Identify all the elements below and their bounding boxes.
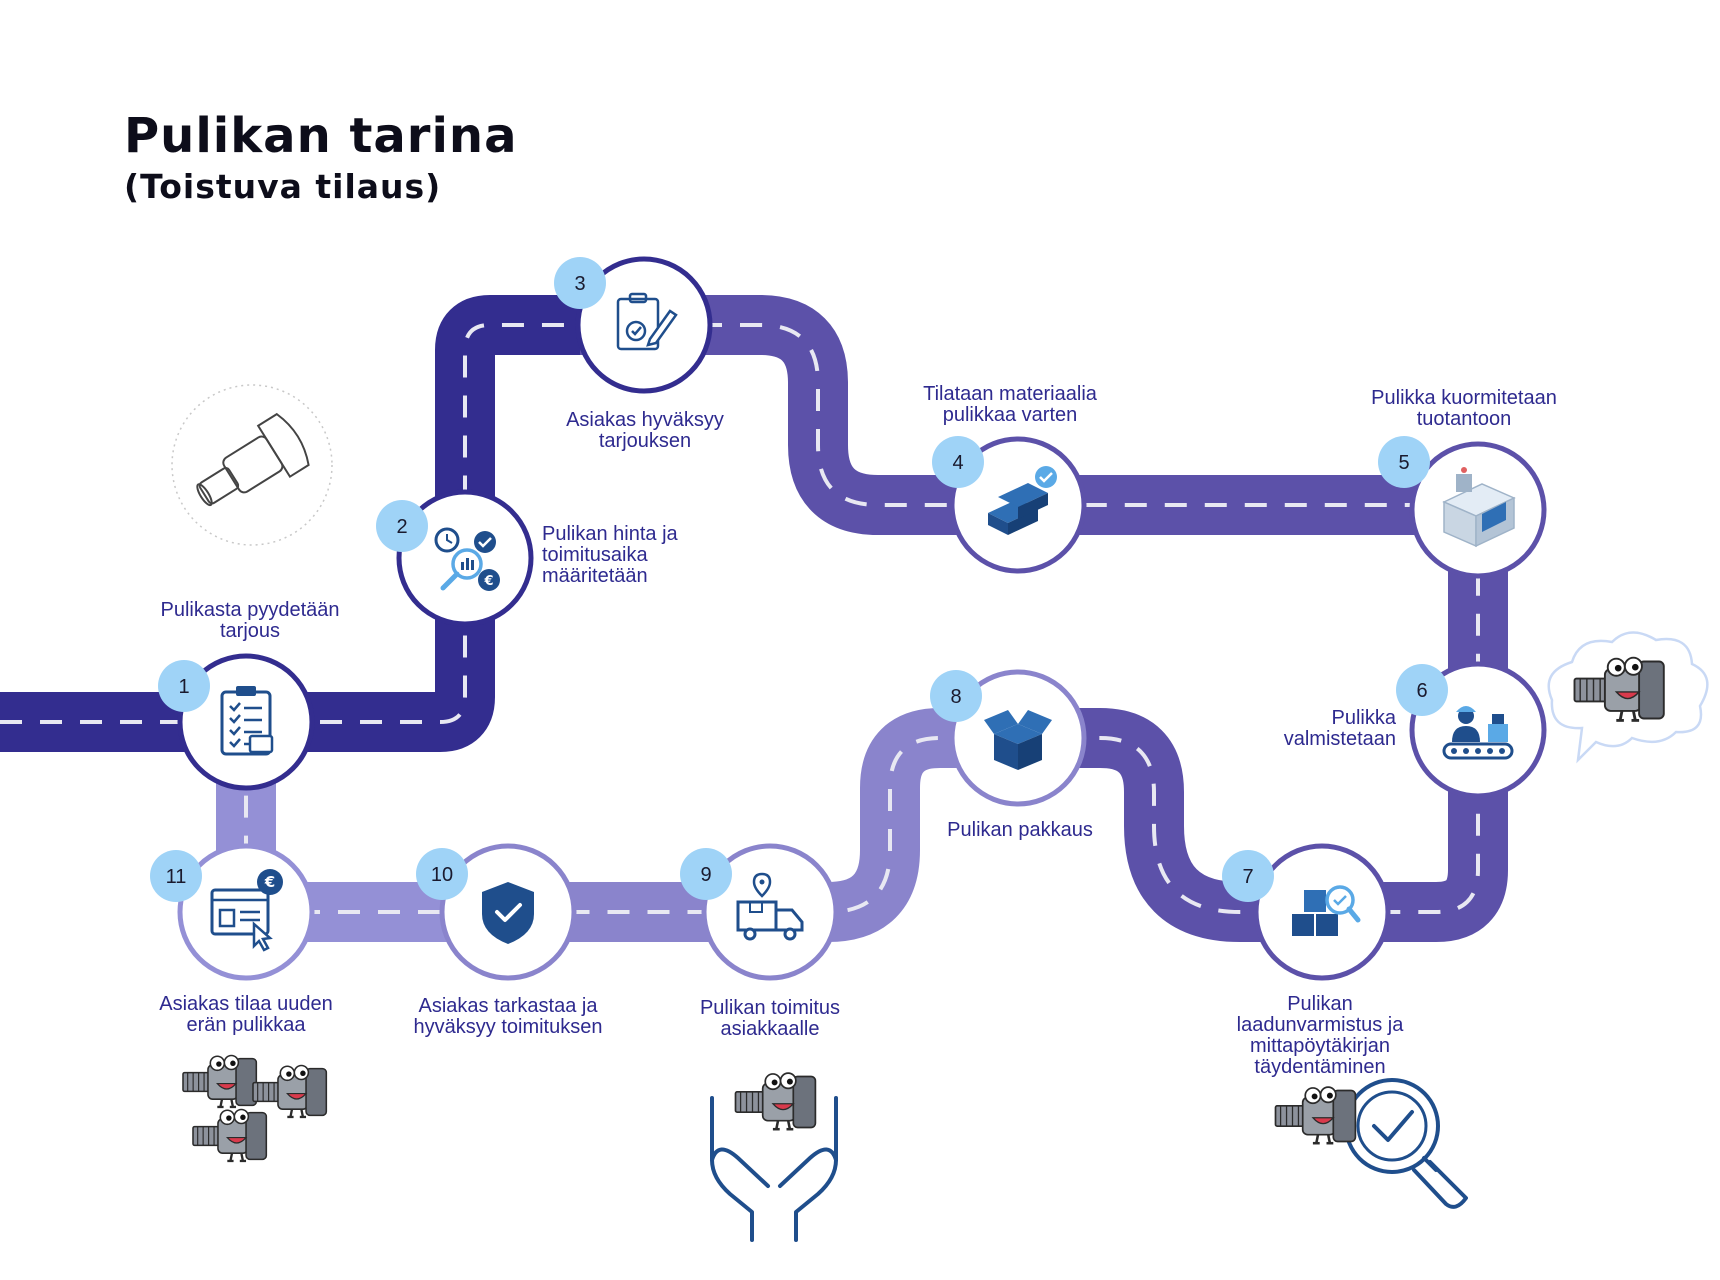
step-label-11: Asiakas tilaa uuden erän pulikkaa xyxy=(159,993,333,1036)
step-number-badge xyxy=(930,670,982,722)
step-node-6: 6 xyxy=(1396,661,1547,799)
step-number: 4 xyxy=(952,452,963,474)
road-dash xyxy=(580,323,1480,914)
step-label-5: Pulikka kuormitetaan tuotantoon xyxy=(1371,387,1557,430)
boxes-inspection-icon xyxy=(1292,885,1361,936)
step-number: 8 xyxy=(950,686,961,708)
step-number: 6 xyxy=(1416,680,1427,702)
step-label-3: Asiakas hyväksyy tarjouksen xyxy=(566,409,724,452)
step-circle xyxy=(396,489,534,627)
step-node-7: 7 xyxy=(1222,843,1391,981)
clipboard-checklist-icon xyxy=(220,686,274,756)
step-node-9: 9 xyxy=(680,843,839,981)
step-label-4: Tilataan materiaalia pulikkaa varten xyxy=(923,383,1097,426)
material-blocks-icon xyxy=(988,466,1057,535)
caring-hands-icon xyxy=(710,1096,838,1242)
step-number: 7 xyxy=(1242,866,1253,888)
clipboard-pencil-icon xyxy=(616,292,678,351)
step-label-1: Pulikasta pyydetään tarjous xyxy=(160,599,340,642)
step-number-badge xyxy=(1378,436,1430,488)
step-node-3: 3 xyxy=(554,256,713,394)
bolt-mascot-icon xyxy=(181,1054,258,1109)
delivery-truck-icon xyxy=(736,872,804,941)
step-number-badge xyxy=(554,257,606,309)
step-label-7: Pulikan laadunvarmistus ja mittapöytäkir… xyxy=(1236,993,1404,1078)
bolt-sketch-icon xyxy=(171,384,333,546)
step-node-8: 8 xyxy=(930,669,1087,807)
step-number-badge xyxy=(158,660,210,712)
step-node-10: 10 xyxy=(416,843,577,981)
svg-text:€: € xyxy=(264,873,275,891)
road-dash xyxy=(560,736,1018,914)
bolt-mascot-icon xyxy=(191,1108,268,1163)
step-number: 10 xyxy=(431,864,453,886)
step-number-badge xyxy=(680,848,732,900)
price-analysis-icon: € xyxy=(434,527,500,591)
shield-check-icon xyxy=(482,882,534,944)
step-circle xyxy=(177,653,315,791)
step-node-11: €11 xyxy=(150,843,315,981)
step-number: 5 xyxy=(1398,452,1409,474)
step-number-badge xyxy=(376,500,428,552)
svg-text:€: € xyxy=(483,574,493,589)
open-box-icon xyxy=(984,710,1052,770)
assembly-line-icon xyxy=(1442,706,1514,760)
step-number-badge xyxy=(1396,664,1448,716)
step-node-5: 5 xyxy=(1378,436,1547,579)
online-order-icon: € xyxy=(210,869,283,952)
step-number: 9 xyxy=(700,864,711,886)
step-label-8: Pulikan pakkaus xyxy=(947,819,1093,841)
step-circle xyxy=(701,843,839,981)
step-number-badge xyxy=(150,850,202,902)
bolt-mascot-icon xyxy=(251,1064,328,1119)
step-label-6: Pulikka valmistetaan xyxy=(1283,707,1396,750)
page-title: Pulikan tarina xyxy=(124,108,518,164)
step-node-1: 1 xyxy=(158,653,315,791)
cnc-machine-icon xyxy=(1442,467,1516,548)
step-node-2: €2 xyxy=(376,489,534,627)
step-number-badge xyxy=(932,436,984,488)
step-number: 3 xyxy=(574,273,585,295)
step-label-9: Pulikan toimitus asiakkaalle xyxy=(699,997,841,1040)
step-label-10: Asiakas tarkastaa ja hyväksyy toimitukse… xyxy=(413,995,603,1038)
step-label-2: Pulikan hinta ja toimitusaika määritetää… xyxy=(542,523,678,587)
bolt-mascot-icon xyxy=(1274,1085,1357,1145)
page-subtitle: (Toistuva tilaus) xyxy=(124,167,442,206)
step-node-4: 4 xyxy=(932,436,1087,574)
magnifier-check-icon xyxy=(1344,1078,1468,1209)
step-number-badge xyxy=(416,848,468,900)
bolt-mascot-icon xyxy=(734,1071,817,1131)
step-number: 1 xyxy=(178,676,189,698)
step-number-badge xyxy=(1222,850,1274,902)
step-number: 11 xyxy=(166,866,187,888)
step-number: 2 xyxy=(396,516,407,538)
